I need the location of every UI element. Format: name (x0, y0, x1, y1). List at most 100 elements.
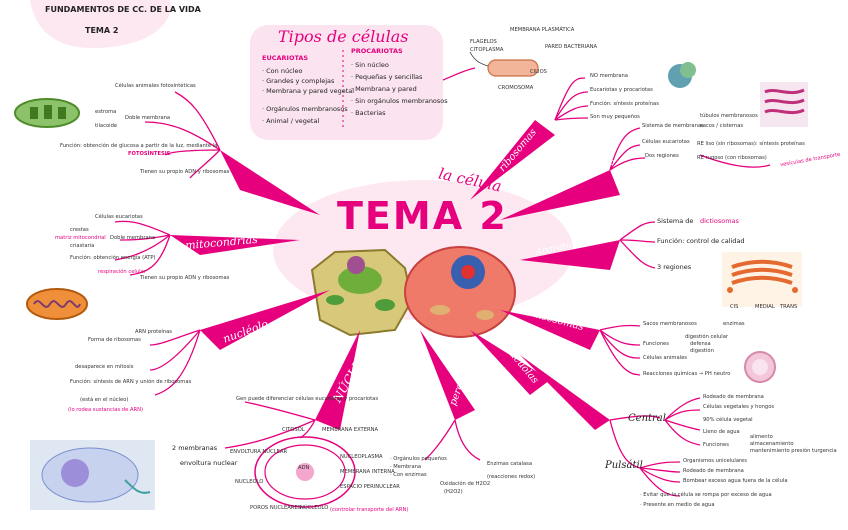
nucleo-label: ENVOLTURA NUCLEAR (230, 449, 288, 455)
vacuola-note: alimento (750, 434, 773, 440)
nucleus-illustration (230, 430, 380, 515)
bacteria-label: CILIOS (530, 69, 547, 75)
vacuola-note: Bombear exceso agua fuera de la célula (683, 478, 788, 484)
cloro-note: Tienen su propio ADN y ribosomas (140, 169, 230, 175)
procariotas-item: · Sin núcleo (351, 61, 389, 69)
vacuola-note: Células vegetales y hongos (703, 404, 775, 410)
procariotas-item: · Pequeñas y sencillas (351, 73, 423, 81)
nucleolo-note: ARN proteínas (135, 329, 173, 335)
procariotas-heading: PROCARIOTAS (351, 47, 403, 55)
perox-note: · Membrana (390, 464, 422, 470)
nucleo-label: ESPACIO PERINUCLEAR (340, 484, 400, 490)
vacuola-note: · Evitar que la célula se rompa por exce… (640, 492, 772, 498)
ribo-note: Eucariotas y procariotas (590, 87, 653, 93)
tipos-title: Tipos de células (278, 27, 409, 46)
center-title: TEMA 2 (337, 194, 508, 238)
nucleus-photo (30, 440, 155, 510)
ribo-note: NO membrana (590, 73, 628, 79)
thin-lines (114, 67, 771, 497)
eucariotas-heading: EUCARIOTAS (262, 54, 309, 62)
procariotas-item: · Bacterias (351, 109, 386, 117)
eucariotas-item: · Animal / vegetal (262, 117, 320, 125)
cloro-note: Doble membrana (125, 115, 171, 121)
nucleo-label: NUCLEOPLASMA (340, 454, 383, 460)
mito-note: Función: obtención energía (ATP) (70, 255, 156, 261)
bacteria-label: MEMBRANA PLASMÁTICA (510, 27, 575, 33)
chloroplast-illustration (12, 95, 82, 131)
golgi-label: TRANS (780, 304, 798, 310)
bacteria-illustration (469, 51, 539, 77)
nucleo-label: NUCLEOLO (235, 479, 264, 485)
bacteria-label: CROMOSOMA (498, 85, 534, 91)
vacuola-note: Funciones (703, 442, 729, 448)
cloro-note: FOTOSÍNTESIS (128, 151, 171, 157)
golgi-illustration (722, 252, 802, 307)
ribo-note: Son muy pequeños (590, 114, 640, 120)
eucariotas-item: · Grandes y complejas (262, 77, 335, 85)
ribo-note: Función: síntesis proteínas (590, 101, 659, 107)
bacteria-label: FLAGELOS (470, 39, 497, 45)
header-subtitle: TEMA 2 (85, 26, 119, 35)
mitochondria-illustration (22, 282, 92, 327)
golgi-note: Sistema de (657, 217, 694, 225)
header-title: FUNDAMENTOS DE CC. DE LA VIDA (45, 5, 201, 14)
lysosome-illustration (740, 350, 780, 385)
golgi-label: CIS (730, 304, 739, 310)
perox-note: · Con enzimas (390, 472, 427, 478)
lisosoma-note: Funciones (643, 341, 669, 347)
eucariotas-item: · Con núcleo (262, 67, 303, 75)
perox-note: Oxidación de H2O2 (440, 481, 491, 487)
procariotas-item: · Membrana y pared (351, 85, 417, 93)
vacuola-central: Central (628, 413, 666, 424)
nucleo-note: envoltura nuclear (180, 459, 238, 467)
nucleo-note: Gen puede diferenciar células eucariotas… (236, 396, 379, 402)
reticulo-note: Dos regiones (645, 153, 679, 159)
vacuola-note: 90% célula vegetal (703, 417, 753, 423)
lisosoma-note: defensa (690, 341, 711, 347)
nucleo-note: (controlar transporte del ARN) (330, 507, 409, 513)
lisosoma-note: digestión (690, 348, 714, 354)
nucleo-label: MEMBRANA EXTERNA (322, 427, 379, 433)
nucleo-note: 2 membranas (172, 444, 218, 452)
plant-cell-illustration (310, 248, 414, 337)
ribosome-illustration (660, 58, 705, 93)
reticulo-note: RE rugoso (con ribosomas) (697, 155, 767, 161)
mito-note: Tienen su propio ADN y ribosomas (140, 275, 230, 281)
cloro-note: Células animales fotosintéticas (115, 83, 196, 89)
perox-note: (H2O2) (444, 489, 463, 495)
golgi-label: MEDIAL (755, 304, 775, 310)
eucariotas-item: · Membrana y pared vegetal (262, 87, 355, 95)
lisosoma-note: Reacciones químicas → PH neutro (643, 371, 731, 377)
nucleolo-note: (lo rodea sustancias de ARN) (68, 407, 144, 413)
golgi-note: 3 regiones (657, 263, 692, 271)
nucleo-label: MEMBRANA INTERNA (340, 469, 395, 475)
branch-arrows (170, 120, 620, 430)
header-blob (30, 0, 171, 49)
vacuola-note: · Presente en medio de agua (640, 502, 715, 508)
mito-note: crestas (70, 227, 89, 233)
vacuola-note: Lleno de agua (703, 429, 740, 435)
golgi-note: Función: control de calidad (657, 237, 745, 245)
tipos-box (250, 25, 443, 140)
mito-note: Células eucariotas (95, 214, 143, 220)
eucariotas-item: · Orgánulos membranosos (262, 105, 348, 113)
lisosoma-note: Células animales (643, 355, 687, 361)
perox-note: Enzimas catalasa (487, 461, 533, 467)
reticulo-note: Sistema de membranas (642, 123, 704, 129)
procariotas-item: · Sin orgánulos membranosos (351, 97, 448, 105)
lisosoma-note: enzimas (723, 321, 745, 327)
nucleolo-note: desaparece en mitosis (75, 364, 134, 370)
nucleo-label: CITOSOL (282, 427, 305, 433)
vacuola-note: Organismos unicelulares (683, 458, 747, 464)
bacteria-label: PARED BACTERIANA (545, 44, 598, 50)
nucleolo-note: (está en el núcleo) (80, 397, 129, 403)
bacteria-label: CITOPLASMA (470, 47, 504, 53)
cloro-note: Función: obtención de glucosa a partir d… (60, 143, 218, 149)
lisosoma-note: Sacos membranosos (643, 321, 697, 327)
mito-note: respiración celular (98, 269, 146, 275)
golgi-note: dictiosomas (700, 217, 739, 225)
mito-note: criastaria (70, 243, 95, 249)
perox-note: (reacciones redox) (487, 474, 536, 480)
